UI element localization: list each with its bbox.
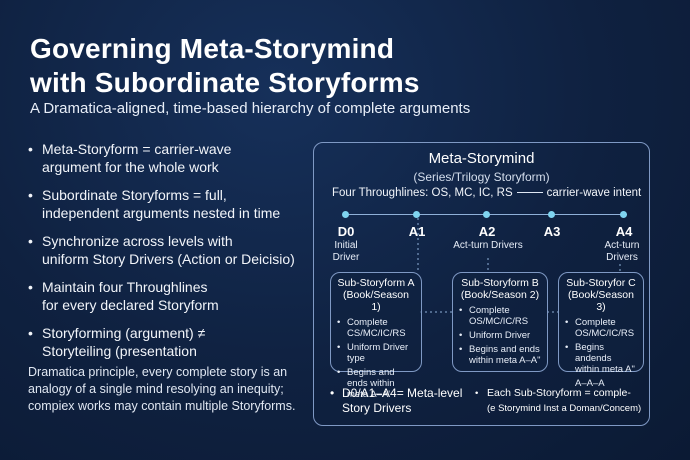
footer-text: (e Storymind Inst a Doman/Concem) [487,403,642,414]
sub-storyform-list: • Complete CS/MC/IC/RS • Uniform Driver ty… [337,317,415,400]
sub-storyform-title: Sub-Storyfor C [566,277,636,289]
list-item-text: Uniform Driver [469,330,531,341]
list-item: • Complete CS/MC/IC/RS [337,317,415,339]
footer-text: Each Sub-Storyform = comple- [487,387,631,399]
dramatica-principle: Dramatica principle, every complete stor… [28,365,296,413]
list-item-text: A–A–A [575,378,605,389]
list-item-text: Complete CS/MC/IC/RS [347,317,406,339]
list-item: • Complete OS/MC/IC/RS [565,317,637,339]
title-line-1: Governing Meta-Storymind [30,33,395,64]
footer-text: D0/A1–A4= Meta-level [342,386,463,400]
bullet-text: Synchronize across levels with [42,233,233,249]
sub-storyform-c: Sub-Storyfor C (Book/Season 3) • Complete… [558,272,644,389]
sub-storyform-title: Sub-Storyform A [337,277,415,289]
list-item-text: Uniform Driver type [347,342,409,364]
list-item-text: Begins and ends within meta A–A" [469,344,541,366]
timeline-node-dot [413,211,420,218]
bullet-text: uniform Story Drivers (Action or Deicisi… [42,251,295,267]
timeline-node-caption: Act-turn Drivers [453,240,523,251]
sub-storyform-subtitle: (Book/Season 1) [343,289,409,313]
footer-text: Story Drivers [342,401,412,415]
bullet-text: Maintain four Throughlines [42,279,208,295]
bullet-dot-icon: • [28,141,33,157]
bullet-dot-icon: • [28,187,33,203]
sub-storyform-list: • Complete OS/MC/IC/RS • Uniform Driver • B… [459,305,541,366]
list-item-text: Complete OS/MC/IC/RS [575,317,635,339]
caption-line: Act-turn [604,240,640,251]
title-line-2: with Subordinate Storyforms [30,67,420,98]
bullet-dot-icon: • [337,367,341,378]
bullet-dot-icon: • [28,325,33,341]
bullet-dot-icon: • [28,233,33,249]
list-item: • Begins and ends within meta A–A' [337,367,415,400]
bullet-dot-icon: • [565,342,569,353]
dash-connector [516,192,543,194]
bullet-item: • Storyforming (argument) ≠ Storyteiling (… [28,324,318,360]
bullet-dot-icon: • [475,388,479,399]
list-item: • Begins and ends within meta A–A" [459,344,541,366]
list-item-text: Begins and ends within meta A–A' [347,367,395,400]
sub-storyform-subtitle: (Book/Season 2) [460,289,540,301]
bullet-dot-icon: • [565,317,569,328]
bullet-item: • Subordinate Storyforms = full, independe… [28,186,318,222]
footer-note-right: • Each Sub-Storyform = comple- (e Storymi… [475,386,641,416]
throughlines-label: Four Throughlines: OS, MC, IC, RS [332,187,513,199]
bullet-text: for every declared Storyform [42,297,219,313]
caption-line: Drivers [606,252,638,263]
page-subtitle: A Dramatica-aligned, time-based hierarch… [30,100,471,117]
bullet-dot-icon: • [459,344,463,355]
bullet-item: • Meta-Storyform = carrier-wave argument f… [28,140,318,176]
timeline-node-label: A3 [543,224,561,239]
meta-storymind-title: Meta-Storymind [428,150,535,167]
timeline-node-dot [620,211,627,218]
bullet-text: Meta-Storyform = carrier-wave [42,141,232,157]
sub-storyform-a: Sub-Storyform A (Book/Season 1) • Complet… [330,272,422,400]
caption-line: Driver [332,252,360,263]
list-item: • Uniform Driver type [337,342,415,364]
sub-storyform-subtitle: (Book/Season 3) [568,289,634,313]
bullet-dot-icon: • [330,386,335,400]
bullet-text: Storyforming (argument) ≠ [42,325,206,341]
bullet-dot-icon: • [28,279,33,295]
list-item-text: Complete OS/MC/IC/RS [469,305,529,327]
sub-storyform-b: Sub-Storyform B (Book/Season 2) • Complet… [452,272,548,372]
sub-storyform-title: Sub-Storyform B [461,277,539,289]
bullet-item: • Maintain four Throughlines for every dec… [28,278,318,314]
throughlines-row: Four Throughlines: OS, MC, IC, RS carrier… [332,187,641,199]
bullet-text: independent arguments nested in time [42,205,281,221]
timeline-node-label: A2 [478,224,496,239]
carrier-wave-intent: carrier-wave intent [546,187,642,199]
timeline-node-dot [342,211,349,218]
list-item-text: Begins andends within meta A" [575,342,635,375]
bullet-dot-icon: • [459,305,463,316]
caption-line: Initial [334,240,358,251]
list-item: • Complete OS/MC/IC/RS [459,305,541,327]
timeline-node-label: D0 [337,224,355,239]
timeline-node-label: A4 [615,224,633,239]
bullet-dot-icon: • [337,342,341,353]
list-item: • Begins andends within meta A" [565,342,637,375]
bullet-text: argument for the whole work [42,159,219,175]
bullet-item: • Synchronize across levels with uniform S… [28,232,318,268]
timeline-node-dot [483,211,490,218]
bullet-list: • Meta-Storyform = carrier-wave argument f… [28,140,318,370]
meta-storymind-panel [313,142,650,426]
bullet-dot-icon: • [337,317,341,328]
sub-storyform-list: • Complete OS/MC/IC/RS • Begins andends wi… [565,317,637,389]
list-item: A–A–A [565,378,637,389]
timeline-node-label: A1 [408,224,426,239]
bullet-dot-icon: • [459,330,463,341]
page-title: Governing Meta-Storymind with Subordinat… [30,32,490,100]
bullet-text: Subordinate Storyforms = full, [42,187,227,203]
meta-storymind-subtitle: (Series/Trilogy Storyform) [413,170,550,184]
timeline-node-dot [548,211,555,218]
list-item: • Uniform Driver [459,330,541,341]
bullet-text: Storyteiling (presentation [42,343,197,359]
